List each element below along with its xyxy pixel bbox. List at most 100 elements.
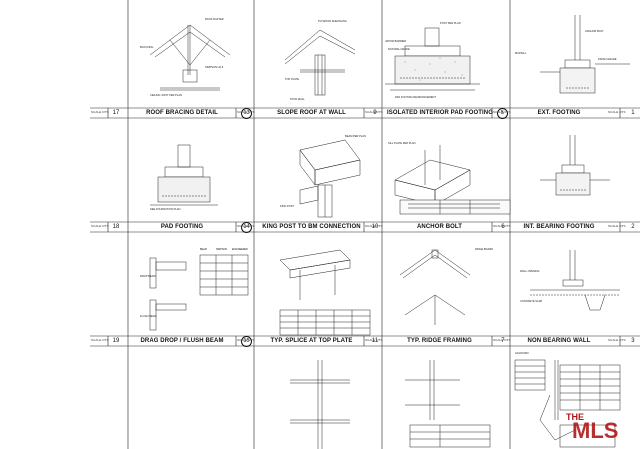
row4-right-drawing	[514, 359, 621, 448]
scale-label: SCALE NTS	[91, 224, 109, 229]
annotation-label: POST PER PLAN	[440, 22, 461, 25]
detail-ref: 13	[241, 107, 252, 119]
table-heading: ENGINEERED	[232, 248, 248, 251]
table-heading: BEAM	[200, 248, 207, 251]
detail-title-bar: SCALE NTS SLOPE ROOF AT WALL 9	[236, 108, 382, 118]
beam-schedule-header: BEAM SIMPSON ENGINEERED	[200, 248, 248, 251]
annotation-label: PAD FOOTING REINFORCEMENT	[395, 96, 437, 99]
watermark-mls: MLS	[572, 418, 618, 440]
annotation-label: CEILING JOIST PER PLAN	[150, 94, 182, 97]
scale-label: SCALE NTS	[91, 110, 109, 115]
annotation-label: MUDSILL	[515, 52, 527, 55]
scale-label: SCALE NTS	[237, 338, 255, 343]
mls-watermark-logo: THE MLS	[564, 406, 634, 445]
detail-title: SLOPE ROOF AT WALL	[277, 110, 346, 116]
pad-footing-stipple	[404, 57, 463, 81]
annotation-label: KING POST	[280, 205, 295, 208]
annotation-label: BLOCKING	[140, 46, 154, 49]
splice-top-plate-drawing	[279, 249, 371, 336]
scale-label: SCALE NTS	[493, 110, 511, 115]
annotation-label: FINISH GRADE	[598, 58, 617, 61]
row4-mid-drawing	[405, 360, 491, 448]
detail-number: 3	[631, 338, 635, 344]
slope-roof-drawing	[284, 29, 356, 96]
annotation-label: CONCRETE SLAB	[520, 300, 542, 303]
detail-number: 2	[631, 224, 635, 230]
detail-title: ISOLATED INTERIOR PAD FOOTING	[386, 110, 493, 116]
detail-title: NON BEARING WALL	[527, 338, 591, 344]
annotation-label: ANCHOR BOLT	[585, 30, 604, 33]
watermark-the: THE	[566, 412, 584, 422]
annotation-label: HOLDOWN	[515, 352, 529, 355]
detail-number: 17	[112, 110, 120, 116]
detail-title: EXT. FOOTING	[537, 110, 581, 116]
scale-label: SCALE NTS	[365, 110, 383, 115]
scale-label: SCALE NTS	[237, 224, 255, 229]
annotation-label: FLUSH BEAM	[140, 315, 157, 318]
detail-title-bar: SCALE NTS KING POST TO BM CONNECTION 10	[236, 222, 382, 232]
detail-number: 18	[112, 224, 120, 230]
scale-label: SCALE NTS	[608, 338, 626, 343]
annotation-label: SILL PLATE PER PLAN	[388, 142, 416, 145]
detail-title-bar: SCALE NTS 19 DRAG DROP / FLUSH BEAM 15	[90, 335, 254, 347]
int-bearing-footing-drawing	[540, 135, 610, 196]
annotation-label: DROP BEAM	[140, 275, 156, 278]
scale-label: SCALE NTS	[493, 338, 511, 343]
non-bearing-wall-drawing	[530, 250, 620, 311]
annotation-label: ROOF RAFTER	[205, 18, 224, 21]
detail-title-bar: SCALE NTS NON BEARING WALL SCALE NTS 3	[492, 336, 640, 346]
annotation-label: NATURAL GRADE	[388, 48, 410, 51]
detail-ref: 14	[241, 221, 252, 233]
detail-number: 11	[371, 338, 379, 344]
detail-number: 7	[501, 338, 505, 344]
detail-title-bar: SCALE NTS 17 ROOF BRACING DETAIL 13	[90, 107, 254, 119]
annotation-label: RIDGE BOARD	[475, 248, 494, 251]
scale-label: SCALE NTS	[91, 338, 109, 343]
anchor-bolt-drawing	[394, 145, 511, 215]
king-post-drawing	[299, 139, 361, 218]
scale-label: SCALE NTS	[237, 110, 255, 115]
detail-title-bar: SCALE NTS ISOLATED INTERIOR PAD FOOTING …	[364, 107, 510, 119]
detail-title-bar: SCALE NTS TYP. SPLICE AT TOP PLATE 11	[236, 336, 382, 346]
scale-label: SCALE NTS	[608, 110, 626, 115]
detail-ref: 15	[241, 335, 252, 347]
scale-label: SCALE NTS	[493, 224, 511, 229]
detail-number: 19	[112, 338, 120, 344]
detail-title-bar: SCALE NTS INT. BEARING FOOTING SCALE NTS…	[492, 222, 640, 232]
detail-title: ROOF BRACING DETAIL	[146, 110, 218, 116]
annotation-label: TOP PLATE	[285, 78, 299, 81]
annotation-label: STUD WALL	[290, 98, 305, 101]
annotation-label: WALL OPENING	[520, 270, 540, 273]
scale-label: SCALE NTS	[365, 224, 383, 229]
detail-title-bar: SCALE NTS ANCHOR BOLT 6	[364, 222, 510, 232]
detail-number: 9	[373, 110, 377, 116]
detail-number: 10	[371, 224, 379, 230]
drag-drop-drawing	[149, 254, 249, 331]
detail-title: TYP. SPLICE AT TOP PLATE	[270, 338, 353, 344]
detail-title: TYP. RIDGE FRAMING	[407, 338, 472, 344]
detail-title: ANCHOR BOLT	[417, 224, 462, 230]
scale-label: SCALE NTS	[365, 338, 383, 343]
row4-left-drawing	[290, 360, 350, 449]
table-heading: SIMPSON	[216, 248, 228, 251]
detail-title: INT. BEARING FOOTING	[523, 224, 595, 230]
annotation-label: PLYWOOD SHEATHING	[318, 20, 347, 23]
detail-title-bar: SCALE NTS 18 PAD FOOTING 14	[90, 221, 254, 233]
roof-bracing-drawing	[149, 24, 231, 91]
annotation-label: SEE FOUNDATION PLAN	[150, 208, 181, 211]
pad-footing-2-drawing	[150, 144, 218, 206]
detail-title: PAD FOOTING	[160, 224, 204, 230]
detail-title-bar: SCALE NTS EXT. FOOTING SCALE NTS 1	[492, 108, 640, 118]
ext-footing-drawing	[540, 15, 630, 94]
detail-number: 1	[631, 110, 635, 116]
ridge-framing-drawing	[399, 249, 471, 325]
scale-label: SCALE NTS	[608, 224, 626, 229]
detail-title-bar: SCALE NTS TYP. RIDGE FRAMING 7	[364, 336, 510, 346]
annotation-label: VAPOR BARRIER	[385, 40, 407, 43]
detail-number: 6	[501, 224, 505, 230]
detail-title: KING POST TO BM CONNECTION	[262, 224, 361, 230]
pad-footing-drawing	[385, 27, 480, 91]
detail-ref: 5	[497, 107, 508, 119]
